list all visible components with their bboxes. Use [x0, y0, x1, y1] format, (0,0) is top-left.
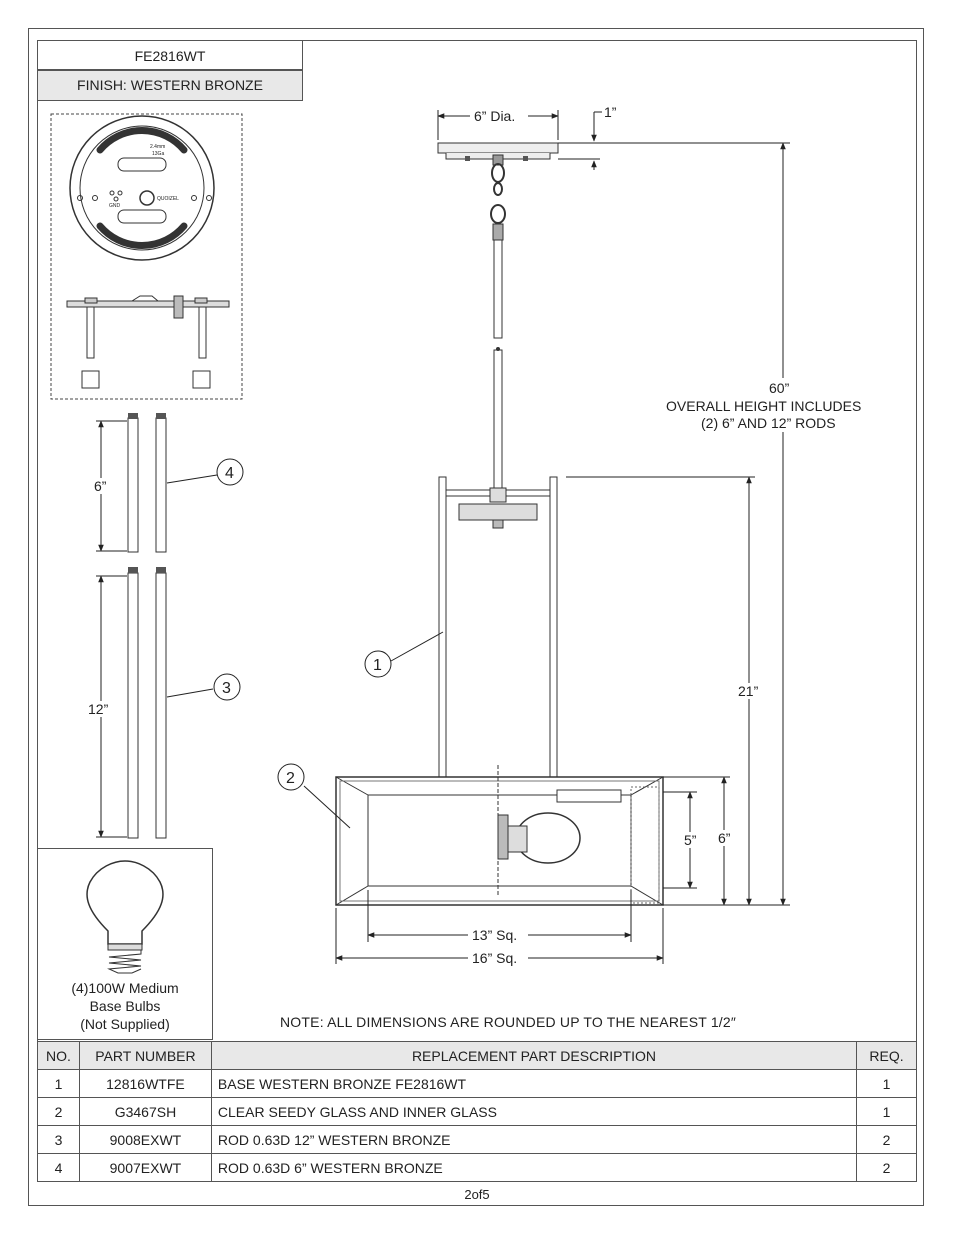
body-height-dim: 21”: [738, 683, 759, 699]
row-no: 2: [37, 1097, 80, 1126]
bulb-note: (Not Supplied): [80, 1016, 170, 1032]
callout-1: 1: [373, 657, 382, 674]
col-no: NO.: [37, 1041, 80, 1070]
row-no: 3: [37, 1125, 80, 1154]
row-no: 4: [37, 1153, 80, 1182]
table-row: 4 9007EXWT ROD 0.63D 6” WESTERN BRONZE 2: [37, 1153, 917, 1182]
page-frame: [28, 28, 924, 1206]
canopy-diameter: 6” Dia.: [474, 108, 515, 124]
rod-long-pair: 12” 3: [86, 567, 241, 839]
table-row: 1 12816WTFE BASE WESTERN BRONZE FE2816WT…: [37, 1069, 917, 1098]
row-description: ROD 0.63D 12” WESTERN BRONZE: [210, 1125, 858, 1154]
table-row: 2 G3467SH CLEAR SEEDY GLASS AND INNER GL…: [37, 1097, 917, 1126]
drawing-border: [37, 40, 917, 1182]
parts-table: NO. PART NUMBER REPLACEMENT PART DESCRIP…: [37, 1041, 917, 1182]
bulb-icon: [86, 860, 164, 974]
row-description: BASE WESTERN BRONZE FE2816WT: [210, 1069, 858, 1098]
row-req: 2: [856, 1153, 917, 1182]
mounting-plate-detail: 2.4mm 13Ga QUOIZEL GND: [50, 113, 243, 400]
row-part-number: 9008EXWT: [78, 1125, 212, 1154]
rod-short-pair: 6” 4: [88, 413, 244, 553]
dimensions-note: NOTE: ALL DIMENSIONS ARE ROUNDED UP TO T…: [280, 1014, 737, 1030]
page-number: 2of5: [464, 1187, 490, 1202]
row-description: ROD 0.63D 6” WESTERN BRONZE: [210, 1153, 858, 1182]
canopy-height: 1”: [604, 104, 617, 120]
col-description: REPLACEMENT PART DESCRIPTION: [210, 1041, 858, 1070]
row-req: 1: [856, 1097, 917, 1126]
brand-mark: QUOIZEL: [157, 196, 179, 202]
row-no: 1: [37, 1069, 80, 1098]
col-req: REQ.: [856, 1041, 917, 1070]
fixture-elevation: 6” Dia. 1”: [277, 104, 904, 966]
finish-label: FINISH: WESTERN BRONZE: [37, 70, 303, 101]
bulb-spec: (4)100W Medium: [71, 980, 179, 996]
callout-4: 4: [225, 465, 234, 482]
row-part-number: 9007EXWT: [78, 1153, 212, 1182]
model-number: FE2816WT: [37, 40, 303, 70]
bulb-base: Base Bulbs: [89, 998, 161, 1014]
shade-height-dim: 6”: [718, 830, 731, 846]
row-part-number: 12816WTFE: [78, 1069, 212, 1098]
callout-2: 2: [286, 770, 295, 787]
table-row: 3 9008EXWT ROD 0.63D 12” WESTERN BRONZE …: [37, 1125, 917, 1154]
row-req: 1: [856, 1069, 917, 1098]
ground-label: GND: [109, 203, 121, 209]
inner-width-dim: 13” Sq.: [472, 927, 517, 943]
long-rod-length: 12”: [88, 701, 109, 717]
bulb-info-box: (4)100W Medium Base Bulbs (Not Supplied): [37, 848, 213, 1040]
overall-height-value: 60”: [769, 380, 790, 396]
glass-height-dim: 5”: [684, 832, 697, 848]
overall-height-line1: OVERALL HEIGHT INCLUDES: [666, 398, 861, 414]
row-description: CLEAR SEEDY GLASS AND INNER GLASS: [210, 1097, 858, 1126]
short-rod-length: 6”: [94, 478, 107, 494]
svg-text:13Ga: 13Ga: [152, 151, 164, 157]
overall-height-line2: (2) 6” AND 12” RODS: [701, 415, 836, 431]
row-part-number: G3467SH: [78, 1097, 212, 1126]
plate-gauge-text: 2.4mm: [150, 144, 165, 150]
callout-3: 3: [222, 680, 231, 697]
col-part-number: PART NUMBER: [78, 1041, 212, 1070]
row-req: 2: [856, 1125, 917, 1154]
outer-width-dim: 16” Sq.: [472, 950, 517, 966]
table-header-row: NO. PART NUMBER REPLACEMENT PART DESCRIP…: [37, 1041, 917, 1070]
